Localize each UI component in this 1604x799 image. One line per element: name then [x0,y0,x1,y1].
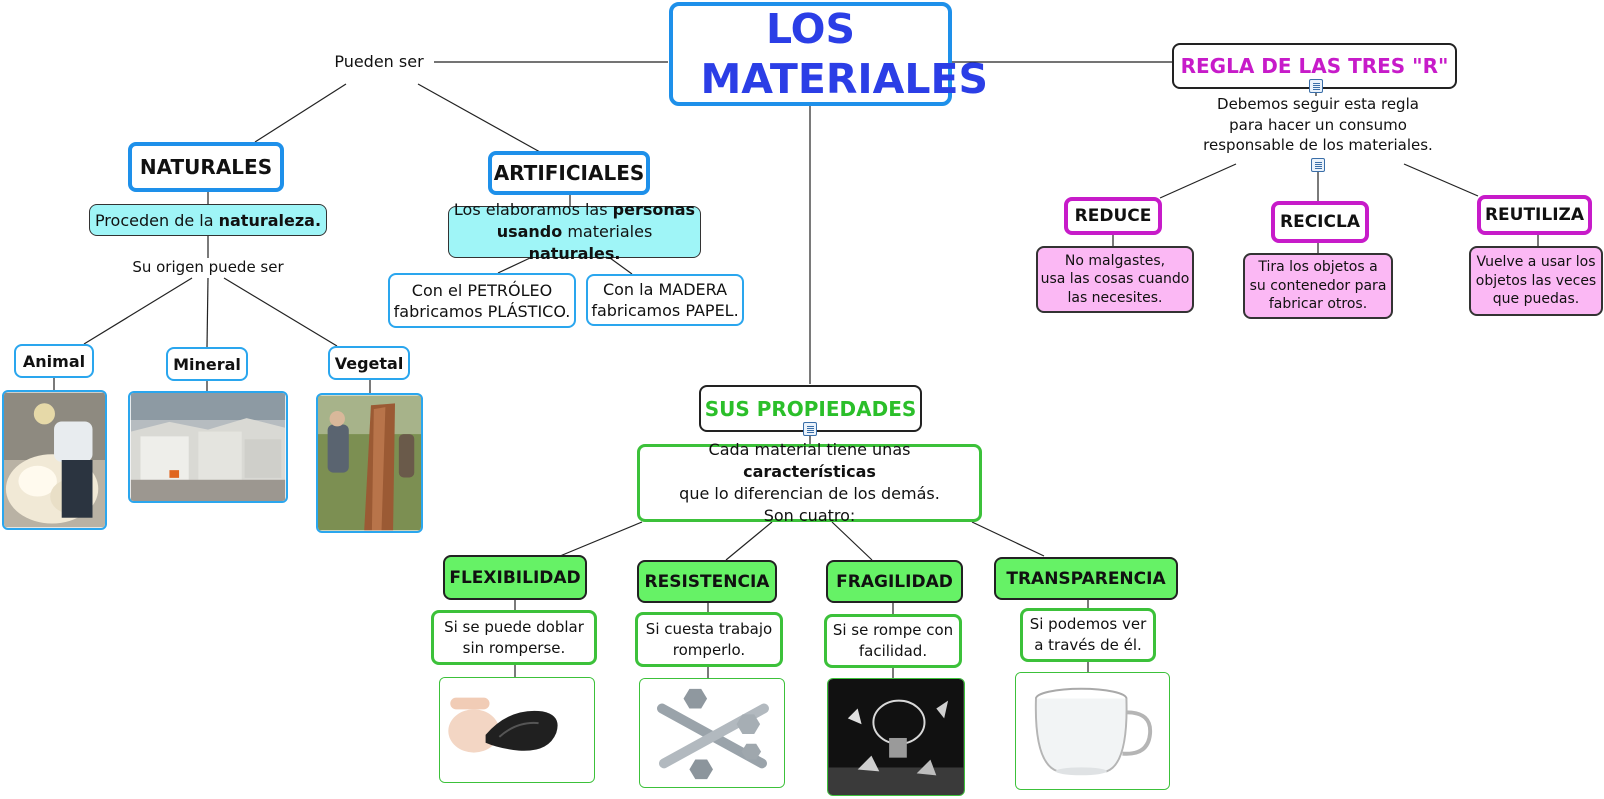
mineral-label: Mineral [173,354,241,374]
pueden-ser-label: Pueden ser [334,52,424,71]
bolts-nuts-image [639,678,785,788]
reduce-node[interactable]: REDUCE [1064,197,1162,235]
petroleo-line-1: Con el PETRÓLEO [411,280,553,300]
fragilidad-line-1: Si se rompe con [832,621,954,639]
naturales-desc-bold: naturaleza. [218,210,322,230]
recicla-line-3: fabricar otros. [1268,296,1368,313]
petroleo-line-2: fabricamos PLÁSTICO. [393,301,571,321]
reduce-label: REDUCE [1074,206,1152,226]
animal-node[interactable]: Animal [14,344,94,378]
resistencia-line-1: Si cuesta trabajo [645,619,773,638]
recicla-line-1: Tira los objetos a [1258,259,1378,276]
flexibilidad-line-1: Si se puede doblar [444,617,584,636]
vegetal-node[interactable]: Vegetal [328,346,410,380]
madera-node[interactable]: Con la MADERA fabricamos PAPEL. [586,274,744,326]
artificiales-node[interactable]: ARTIFICIALES [488,151,650,195]
fragilidad-description[interactable]: Si se rompe con facilidad. [824,614,962,668]
quarry-image [128,391,288,503]
recicla-line-2: su contenedor para [1249,277,1387,294]
propiedades-description[interactable]: Cada material tiene unas características… [637,440,982,525]
reutiliza-line-1: Vuelve a usar los [1476,254,1596,271]
artificiales-desc-5: naturales. [528,244,621,263]
artificiales-desc-3: usando [496,222,563,241]
mineral-node[interactable]: Mineral [166,347,248,381]
propiedades-label: SUS PROPIEDADES [704,396,917,421]
note-icon[interactable] [1309,79,1323,93]
flexibilidad-description[interactable]: Si se puede doblar sin romperse. [431,610,597,665]
reduce-line-2: usa las cosas cuando [1040,271,1190,288]
madera-line-1: Con la MADERA [602,280,728,299]
reutiliza-line-2: objetos las veces [1475,272,1597,289]
artificiales-label: ARTIFICIALES [493,161,645,185]
madera-line-2: fabricamos PAPEL. [591,301,739,320]
recicla-label: RECICLA [1280,212,1360,232]
artificiales-desc-1: Los elaboramos las [453,200,613,219]
reutiliza-line-3: que puedas. [1492,291,1580,308]
vegetal-label: Vegetal [334,353,404,373]
cork-oak-image [316,393,423,533]
resistencia-description[interactable]: Si cuesta trabajo romperlo. [635,612,783,667]
glass-cup-image [1015,672,1170,790]
transparencia-line-2: a través de él. [1034,636,1142,654]
regla-description: Debemos seguir esta regla para hacer un … [1186,94,1450,156]
note-icon[interactable] [1311,158,1325,172]
naturales-description[interactable]: Proceden de la naturaleza. [89,204,327,236]
artificiales-desc-2: personas [612,200,696,219]
page-title: LOS MATERIALES [700,5,989,103]
propiedades-desc-3: Son cuatro: [763,506,856,525]
artificiales-desc-4: materiales [562,222,653,241]
regla-line-2: para hacer un consumo [1229,115,1407,134]
reutiliza-label: REUTILIZA [1484,205,1585,225]
naturales-label: NATURALES [139,155,273,179]
propiedades-desc-2: que lo diferencian de los demás. [679,484,940,503]
petroleo-node[interactable]: Con el PETRÓLEO fabricamos PLÁSTICO. [388,273,576,328]
recicla-node[interactable]: RECICLA [1271,201,1369,243]
flexibilidad-label: FLEXIBILIDAD [449,567,581,588]
regla-line-1: Debemos seguir esta regla [1217,95,1419,113]
transparencia-line-1: Si podemos ver [1029,615,1147,633]
flexible-object-image [439,677,595,783]
transparencia-node[interactable]: TRANSPARENCIA [994,557,1178,600]
broken-bulb-image [827,678,965,796]
fragilidad-line-2: facilidad. [858,642,928,660]
naturales-node[interactable]: NATURALES [128,142,284,192]
propiedades-desc-1: Cada material tiene unas [708,440,911,459]
animal-label: Animal [22,351,86,371]
reduce-line-1: No malgastes, [1064,252,1166,269]
transparencia-description[interactable]: Si podemos ver a través de él. [1020,608,1156,662]
resistencia-node[interactable]: RESISTENCIA [637,560,777,603]
regla-node[interactable]: REGLA DE LAS TRES "R" [1172,43,1457,89]
origen-label: Su origen puede ser [132,258,284,276]
flexibilidad-line-2: sin romperse. [462,638,566,657]
resistencia-label: RESISTENCIA [644,571,770,592]
regla-line-3: responsable de los materiales. [1203,136,1433,154]
note-icon[interactable] [803,422,817,436]
artificiales-description[interactable]: Los elaboramos las personas usando mater… [448,200,701,263]
reduce-line-3: las necesites. [1067,289,1163,306]
flexibilidad-node[interactable]: FLEXIBILIDAD [443,555,587,600]
naturales-desc-text: Proceden de la [94,210,219,230]
fragilidad-label: FRAGILIDAD [836,571,953,592]
regla-label: REGLA DE LAS TRES "R" [1180,54,1449,78]
resistencia-line-2: romperlo. [672,640,746,659]
propiedades-desc-bold: características [743,462,876,481]
title-node[interactable]: LOS MATERIALES [669,2,989,106]
transparencia-label: TRANSPARENCIA [1006,568,1166,589]
sheep-shearing-image [2,390,107,530]
reutiliza-node[interactable]: REUTILIZA [1477,195,1592,235]
fragilidad-node[interactable]: FRAGILIDAD [826,560,963,603]
